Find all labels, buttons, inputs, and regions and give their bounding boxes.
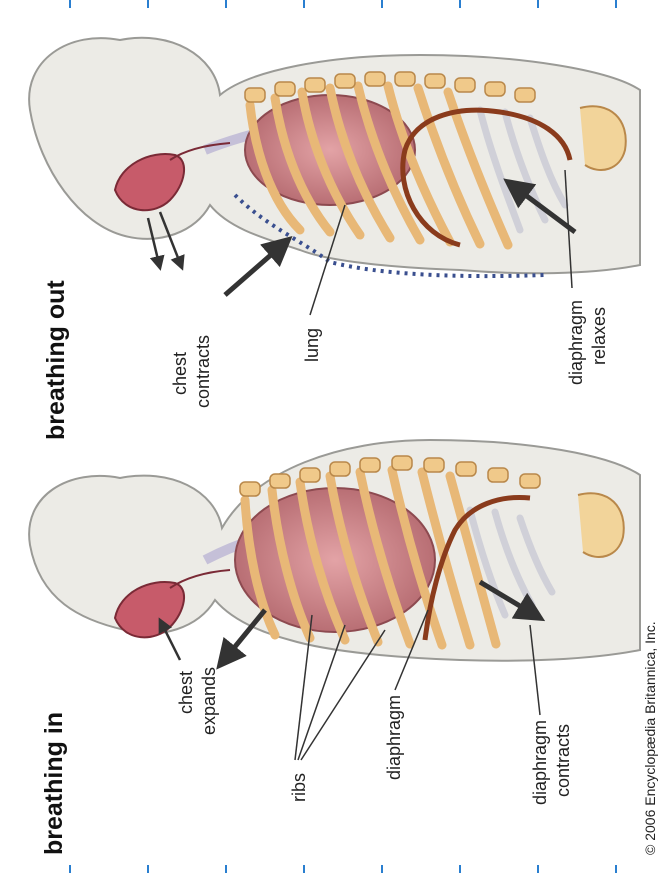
- label-chest-line1-out: chest: [170, 352, 190, 395]
- panel-breathing-in: breathing in chest expands ribs diaphrag…: [29, 440, 640, 855]
- label-diaphragm-contracts-line2: contracts: [553, 724, 573, 797]
- label-chest-line2-out: contracts: [193, 335, 213, 408]
- bottom-edge-ticks: [70, 865, 616, 873]
- panel-breathing-out: breathing out chest contracts lung diaph…: [29, 38, 640, 440]
- label-chest-line1-in: chest: [176, 671, 196, 714]
- copyright-notice: © 2006 Encyclopædia Britannica, Inc.: [642, 621, 658, 855]
- panel-title-breathing-in: breathing in: [40, 712, 68, 855]
- label-chest-line2-in: expands: [199, 667, 219, 735]
- chest-contracts-arrow: [225, 240, 288, 295]
- label-lung-out: lung: [302, 328, 322, 362]
- top-edge-ticks: [70, 0, 616, 8]
- label-ribs-in: ribs: [289, 773, 309, 802]
- label-diaphragm-line1-out: diaphragm: [566, 300, 586, 385]
- label-diaphragm-line2-out: relaxes: [589, 307, 609, 365]
- panel-title-breathing-out: breathing out: [42, 280, 70, 440]
- label-diaphragm-contracts-line1: diaphragm: [530, 720, 550, 805]
- label-diaphragm-in: diaphragm: [384, 695, 404, 780]
